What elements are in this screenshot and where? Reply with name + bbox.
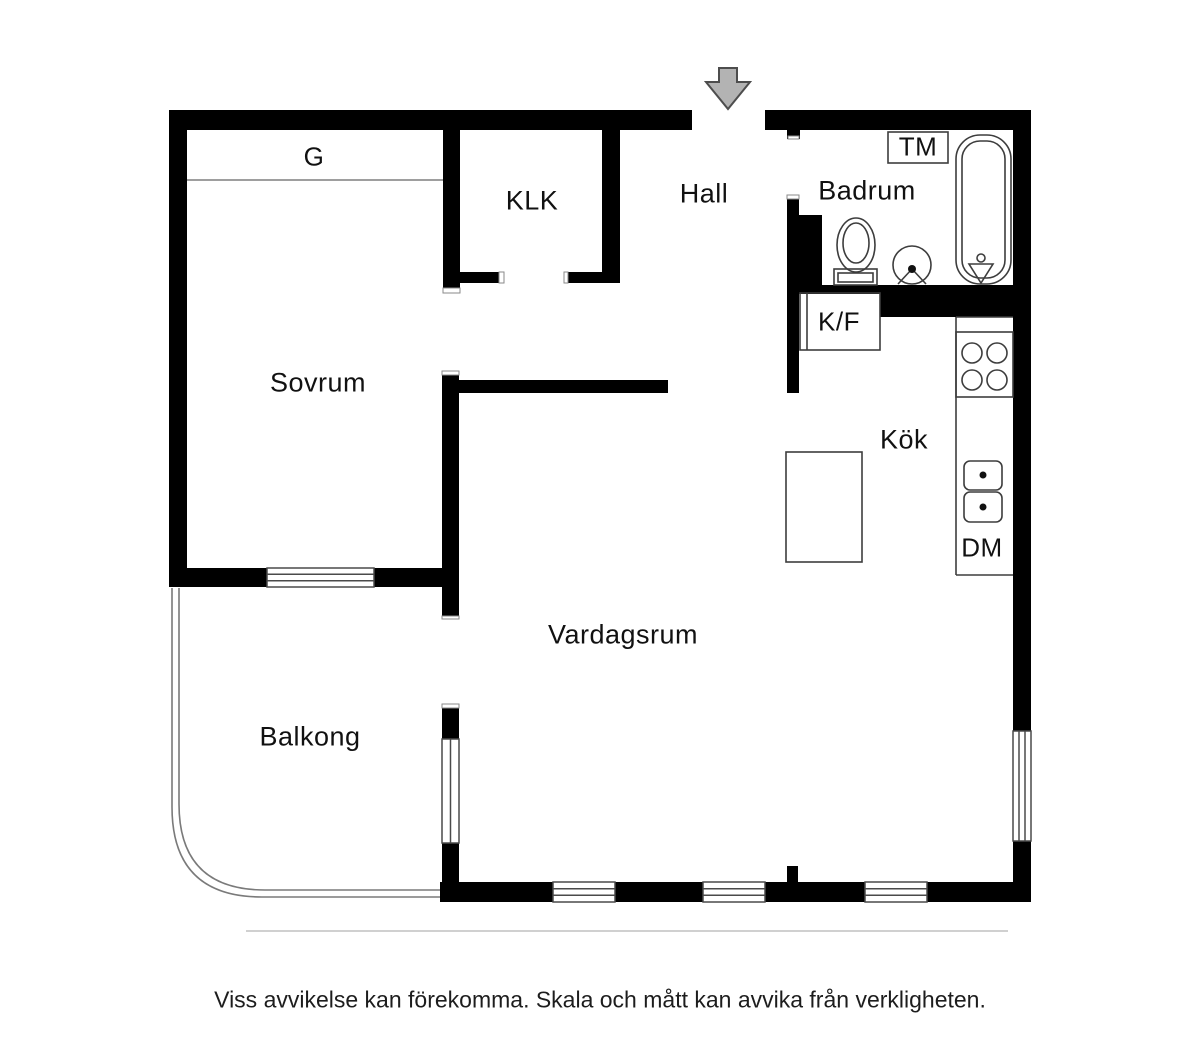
label-washing-machine-tm: TM [898,131,938,162]
room-label-kok: Kök [879,424,929,455]
thin-lines [171,179,1008,932]
windows [266,567,1032,903]
label-fridge-freezer-kf: K/F [818,306,860,337]
room-label-hall: Hall [679,178,729,209]
window-bottom-3 [864,881,928,903]
balcony-railing [171,588,440,898]
door-jambs [441,135,800,709]
label-wardrobe-g: G [303,141,325,172]
window-sovrum [266,567,375,588]
window-balcony [441,738,460,844]
bathroom-sink-icon [892,245,932,285]
window-bottom-2 [702,881,766,903]
room-label-balkong: Balkong [259,721,361,752]
kitchen-sink-icon [963,460,1003,523]
washing-machine-icon [887,131,949,164]
kitchen-fixtures [785,292,1014,576]
toilet-icon [833,217,878,286]
label-dishwasher-dm: DM [961,532,1003,563]
window-right-wall [1012,730,1032,842]
fridge-freezer-icon [799,292,881,351]
window-bottom-1 [552,881,616,903]
room-label-sovrum: Sovrum [269,367,367,398]
room-label-vardagsrum: Vardagsrum [547,619,699,650]
room-label-badrum: Badrum [818,175,916,206]
bathtub-icon [955,134,1012,285]
bathroom-fixtures [833,131,1012,286]
entrance-arrow-icon [703,67,753,111]
room-label-klk: KLK [505,185,559,216]
kitchen-table [785,451,863,563]
disclaimer-text: Viss avvikelse kan förekomma. Skala och … [214,986,986,1013]
walls [169,110,1031,902]
stove-icon [955,331,1014,398]
